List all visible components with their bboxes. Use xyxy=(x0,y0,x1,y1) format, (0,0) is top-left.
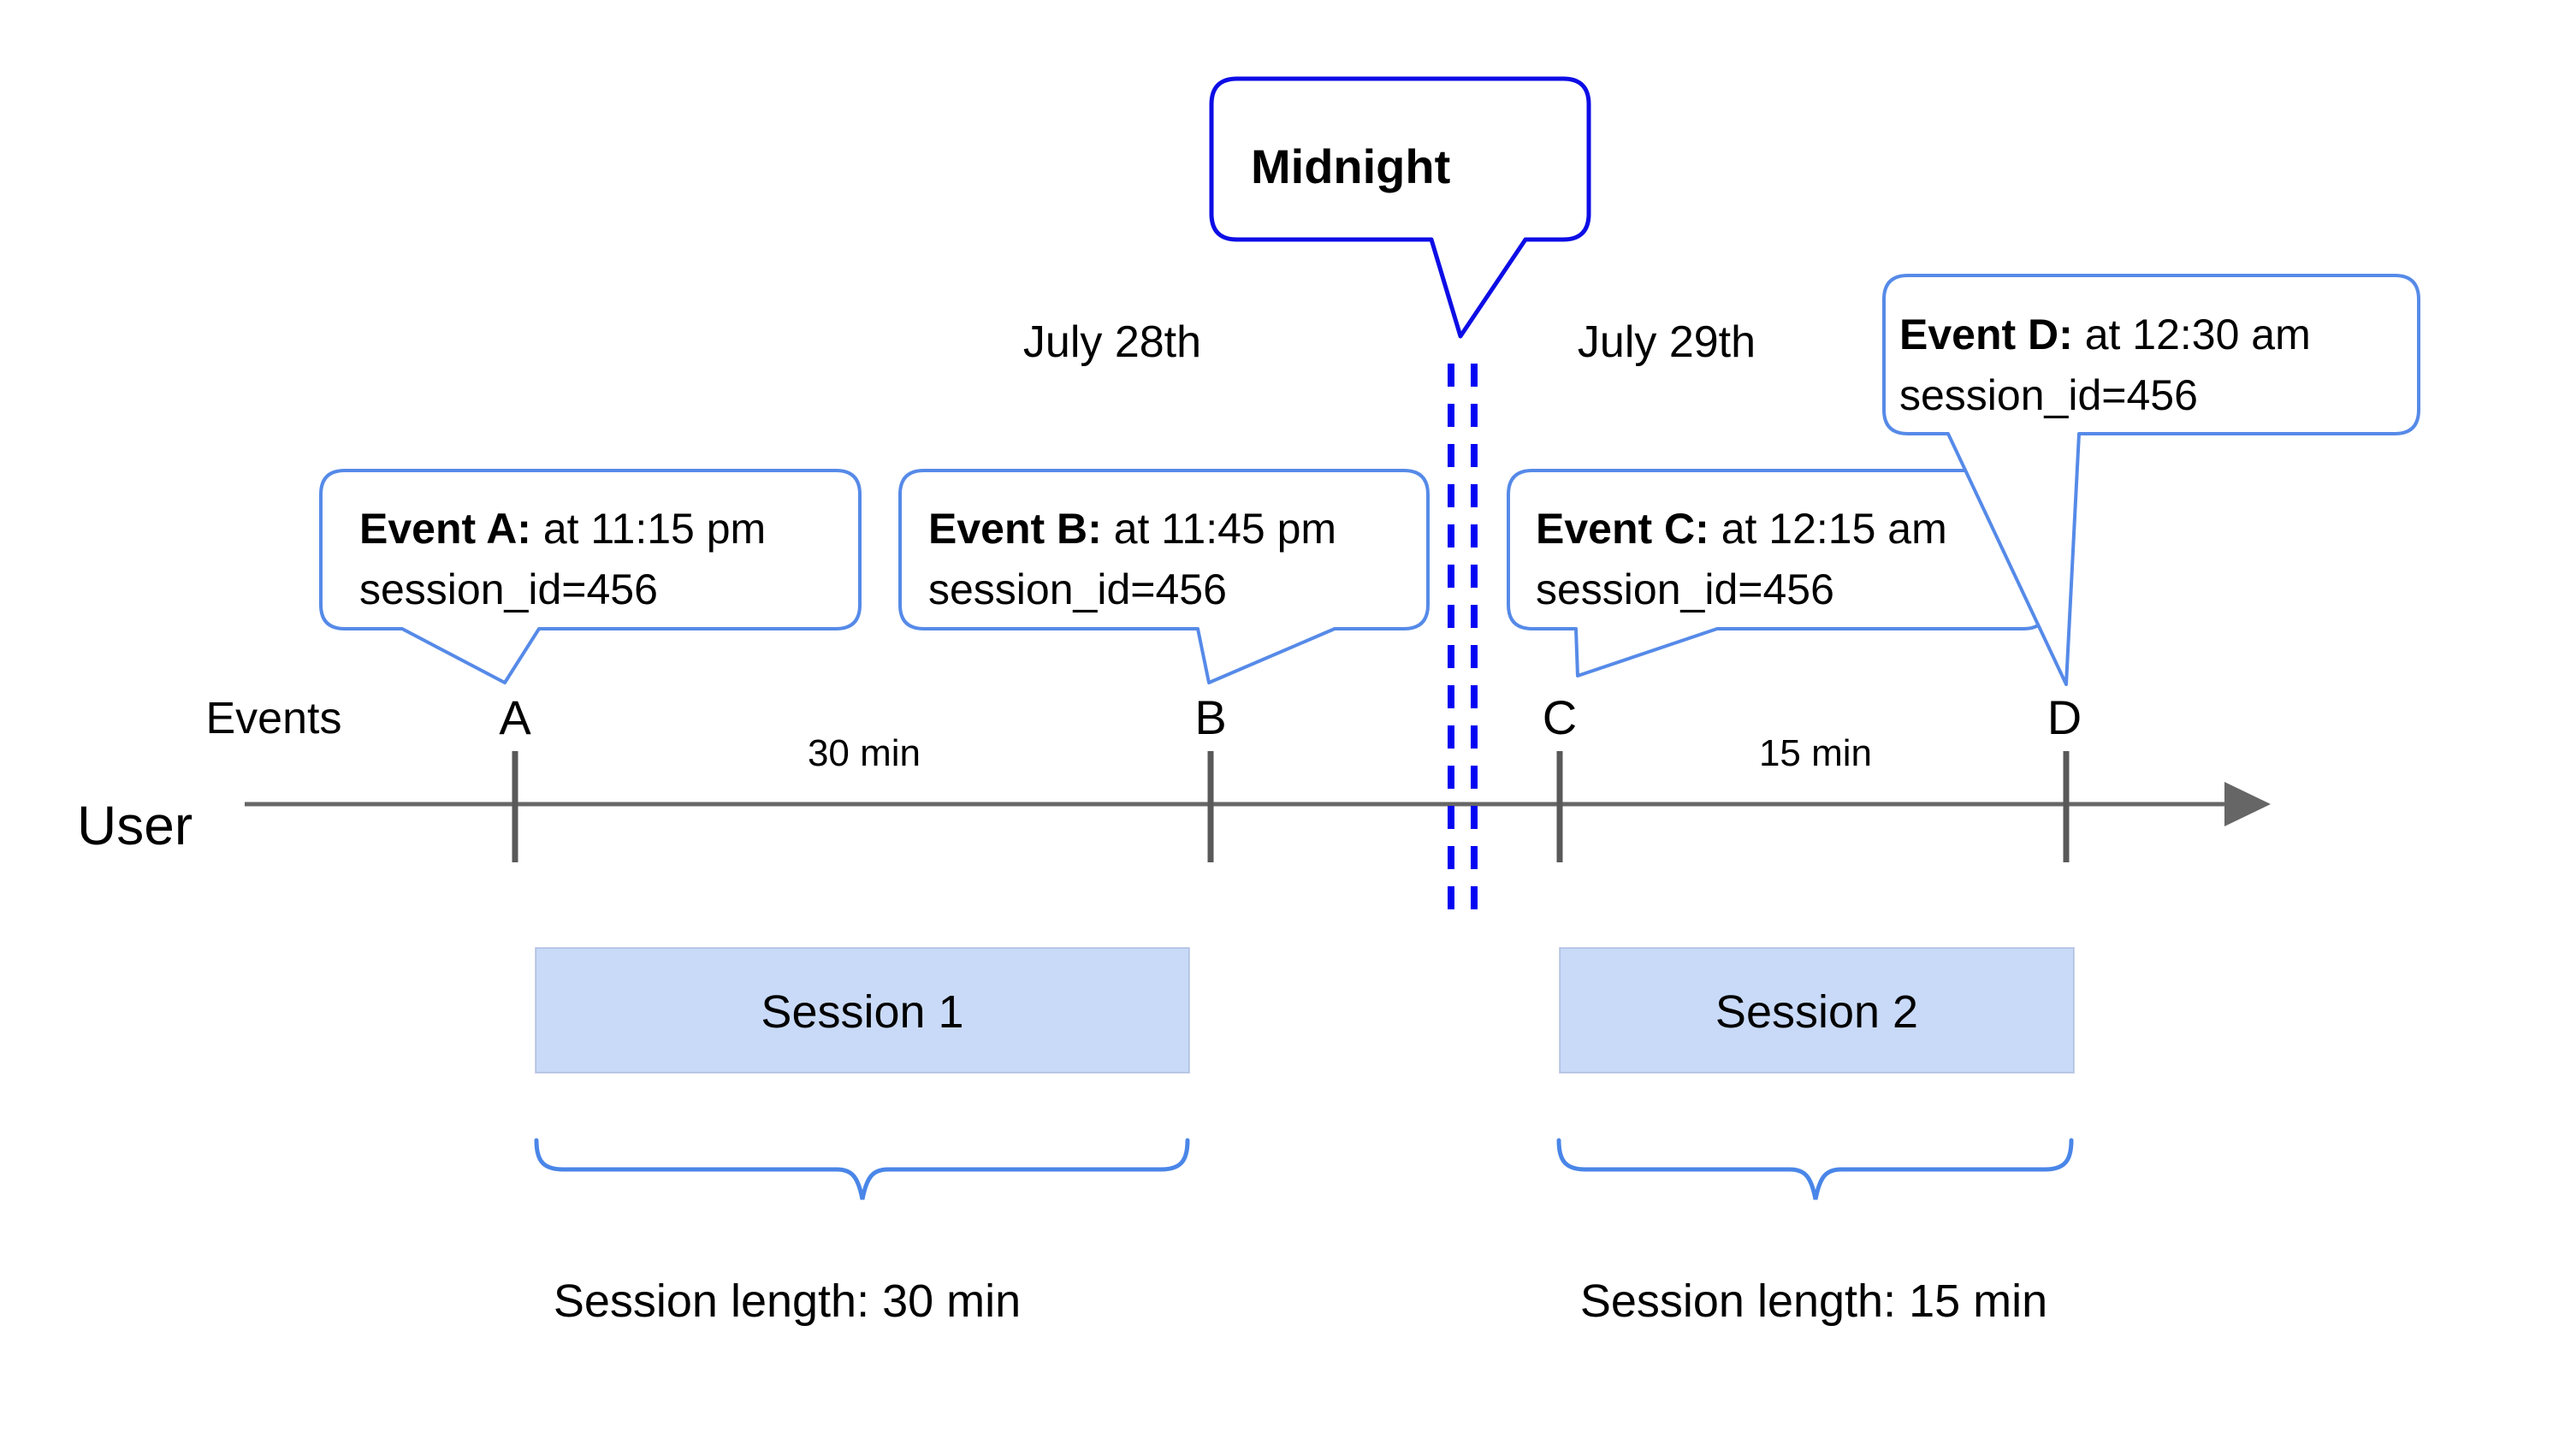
point-label-b: B xyxy=(1194,690,1227,744)
event-b-name: Event B: xyxy=(928,505,1102,553)
event-a-time: at 11:15 pm xyxy=(530,505,767,553)
event-a-name: Event A: xyxy=(359,505,531,553)
point-label-c: C xyxy=(1542,690,1578,744)
event-c-session-id: session_id=456 xyxy=(1536,565,1834,613)
event-d-session-id: session_id=456 xyxy=(1899,371,2198,419)
events-axis-label: Events xyxy=(205,694,342,743)
session-1-label: Session 1 xyxy=(761,986,964,1038)
session-2-length-caption: Session length: 15 min xyxy=(1579,1275,2048,1327)
session-1-brace xyxy=(534,1138,1190,1200)
event-b-time: at 11:45 pm xyxy=(1101,505,1337,553)
event-c-time: at 12:15 am xyxy=(1709,505,1947,553)
event-d-name: Event D: xyxy=(1899,311,2073,358)
session-1-box xyxy=(535,947,1190,1074)
timeline-arrowhead-icon xyxy=(2224,782,2271,826)
point-label-a: A xyxy=(499,690,531,744)
session-1-length-caption: Session length: 30 min xyxy=(553,1275,1022,1327)
interval-ab-duration: 30 min xyxy=(807,732,921,774)
event-d-callout-bubble xyxy=(1882,274,2420,686)
event-d-time: at 12:30 am xyxy=(2072,311,2311,358)
event-a-line-1: Event A: at 11:15 pm xyxy=(359,499,766,559)
day-label-july-29: July 29th xyxy=(1577,317,1756,367)
event-d-callout-text: Event D: at 12:30 am session_id=456 xyxy=(1899,305,2311,426)
event-a-session-id: session_id=456 xyxy=(359,565,658,613)
session-2-brace xyxy=(1556,1138,2074,1200)
event-a-callout-bubble xyxy=(319,469,862,684)
event-c-callout-text: Event C: at 12:15 am session_id=456 xyxy=(1536,499,1947,620)
day-label-july-28: July 28th xyxy=(1022,317,1202,367)
event-b-line-1: Event B: at 11:45 pm xyxy=(928,499,1336,559)
session-2-box xyxy=(1559,947,2075,1074)
midnight-label: Midnight xyxy=(1251,139,1451,193)
user-axis-label: User xyxy=(77,795,193,856)
event-c-name: Event C: xyxy=(1536,505,1709,553)
event-b-callout-bubble xyxy=(898,469,1430,684)
midnight-callout-bubble xyxy=(1209,76,1591,339)
event-d-line-1: Event D: at 12:30 am xyxy=(1899,305,2311,365)
event-b-callout-text: Event B: at 11:45 pm session_id=456 xyxy=(928,499,1336,620)
point-label-d: D xyxy=(2047,690,2082,744)
session-2-label: Session 2 xyxy=(1715,986,1919,1038)
event-b-session-id: session_id=456 xyxy=(928,565,1227,613)
interval-cd-duration: 15 min xyxy=(1758,732,1873,774)
event-a-callout-text: Event A: at 11:15 pm session_id=456 xyxy=(359,499,766,620)
event-c-line-1: Event C: at 12:15 am xyxy=(1536,499,1947,559)
